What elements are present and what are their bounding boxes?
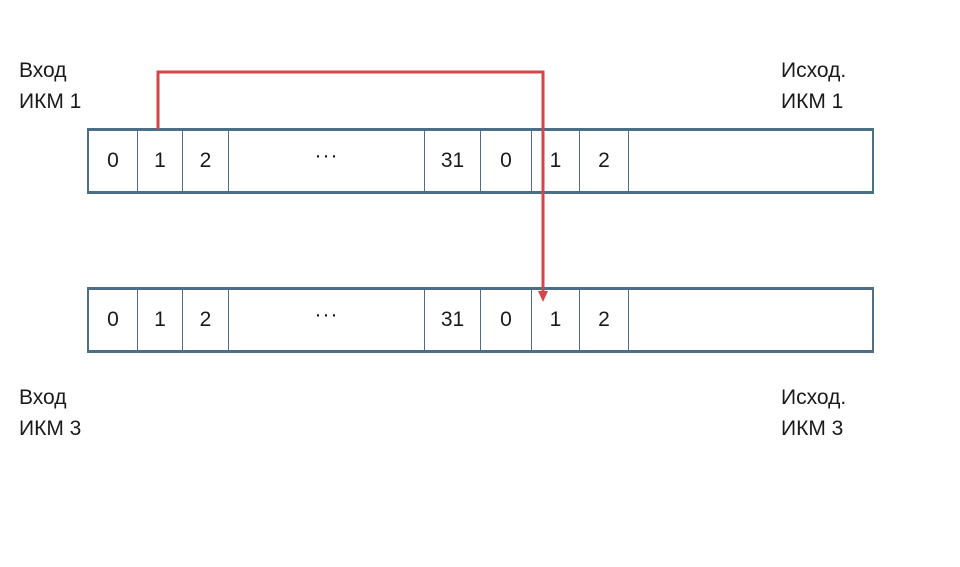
output-ikm1-label: Исход. ИКМ 1 <box>781 55 846 117</box>
timeslot-cell: 2 <box>183 290 229 350</box>
timeslot-cell: 1 <box>532 290 580 350</box>
timeslot-ellipsis: ··· <box>229 131 425 191</box>
timeslot-cell: 2 <box>580 290 629 350</box>
timeslot-cell: 0 <box>89 290 138 350</box>
timeslot-ellipsis: ··· <box>229 290 425 350</box>
timeslot-cell: 0 <box>481 290 532 350</box>
ikm1-frame: 0 1 2 ··· 31 0 1 2 <box>87 128 874 194</box>
input-label-line2: ИКМ 1 <box>19 90 82 113</box>
input-label-line1: Вход <box>19 59 67 82</box>
timeslot-cell: 1 <box>532 131 580 191</box>
timeslot-cell: 31 <box>425 290 481 350</box>
timeslot-cell: 0 <box>89 131 138 191</box>
output-label-line2: ИКМ 3 <box>781 417 844 440</box>
timeslot-cell-empty <box>629 131 872 191</box>
output-label-line1: Исход. <box>781 59 847 82</box>
input-ikm3-label: Вход ИКМ 3 <box>19 382 81 444</box>
timeslot-cell: 2 <box>580 131 629 191</box>
output-ikm3-label: Исход. ИКМ 3 <box>781 382 846 444</box>
timeslot-cell: 2 <box>183 131 229 191</box>
timeslot-cell: 1 <box>138 290 183 350</box>
timeslot-cell-empty <box>629 290 872 350</box>
input-label-line1: Вход <box>19 386 67 409</box>
timeslot-cell: 1 <box>138 131 183 191</box>
ikm3-frame: 0 1 2 ··· 31 0 1 2 <box>87 287 874 353</box>
input-ikm1-label: Вход ИКМ 1 <box>19 55 81 117</box>
timeslot-cell: 31 <box>425 131 481 191</box>
timeslot-cell: 0 <box>481 131 532 191</box>
input-label-line2: ИКМ 3 <box>19 417 82 440</box>
output-label-line2: ИКМ 1 <box>781 90 844 113</box>
output-label-line1: Исход. <box>781 386 847 409</box>
